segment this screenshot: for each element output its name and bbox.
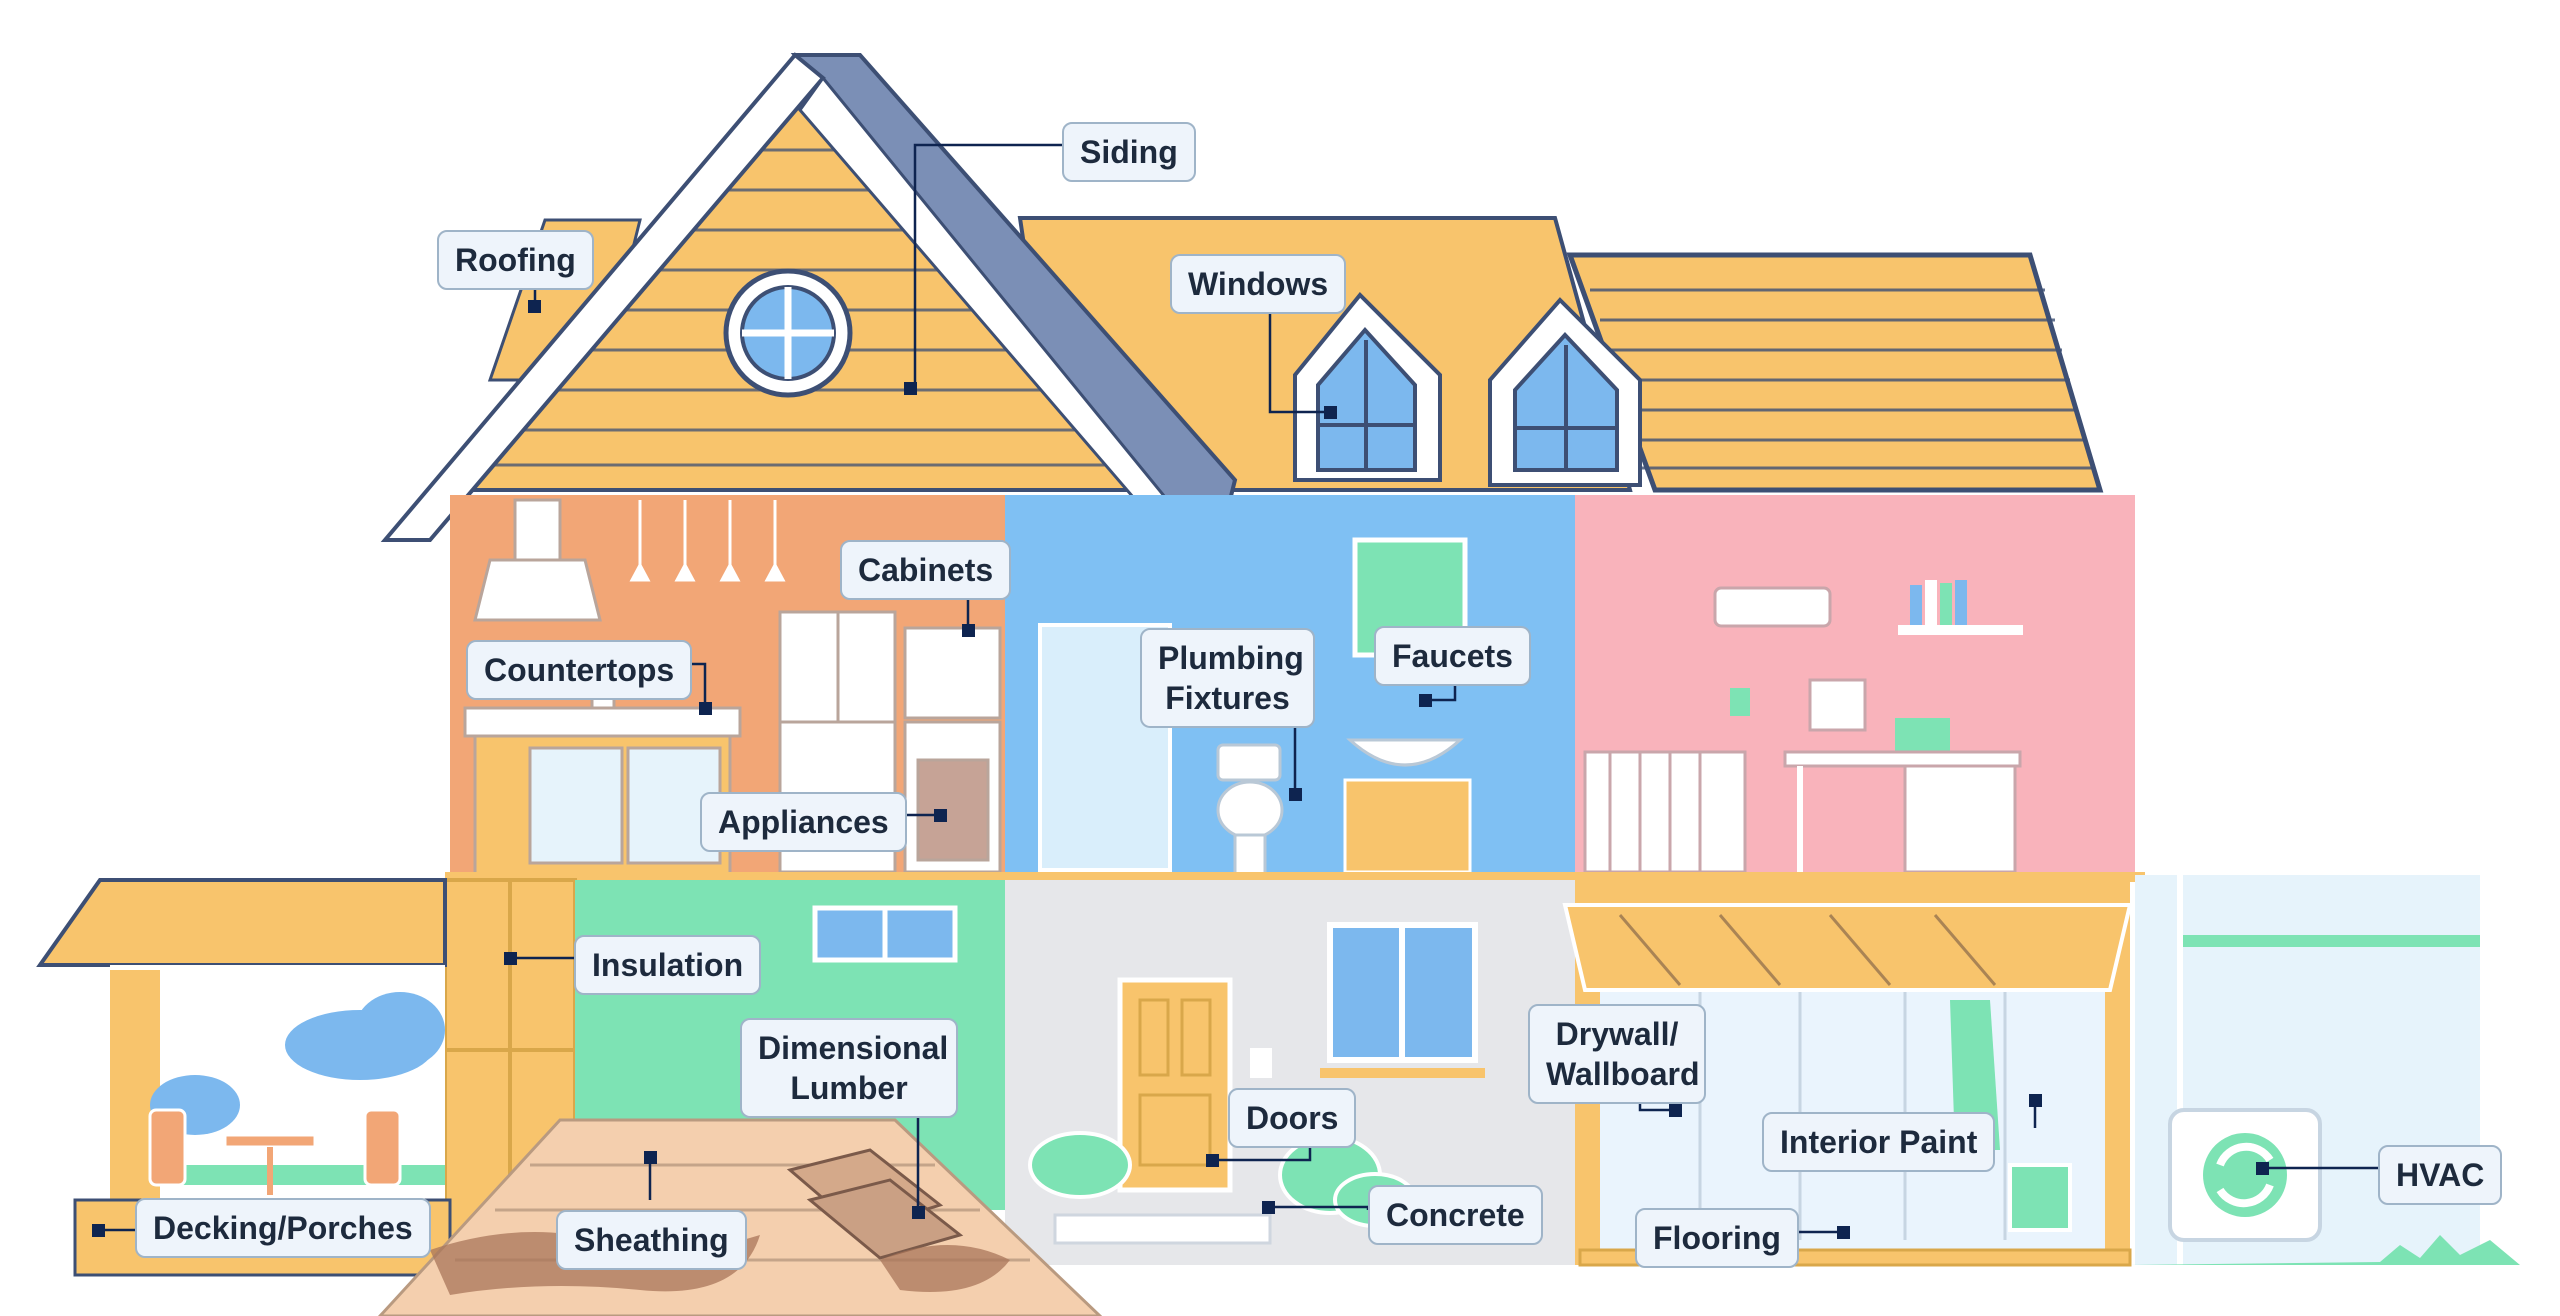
hvac-label: HVAC bbox=[2378, 1145, 2503, 1205]
books bbox=[1910, 580, 1967, 625]
decking-porches-label: Decking/Porches bbox=[135, 1198, 431, 1258]
interior-paint-label: Interior Paint bbox=[1762, 1112, 1996, 1172]
sink-vanity bbox=[1343, 738, 1472, 874]
kitchen-counter bbox=[463, 688, 742, 878]
concrete-label: Concrete bbox=[1368, 1185, 1543, 1245]
front-door bbox=[1117, 977, 1233, 1193]
hvac-unit bbox=[2168, 1108, 2322, 1242]
dormer-left bbox=[1293, 292, 1442, 482]
living-window bbox=[1320, 922, 1485, 1078]
porch-roof bbox=[36, 878, 447, 967]
roof-white-trim bbox=[380, 52, 826, 542]
doors-label: Doors bbox=[1228, 1088, 1357, 1148]
insulation-label: Insulation bbox=[574, 935, 762, 995]
cabinets-label: Cabinets bbox=[840, 540, 1012, 600]
plumbing-fixtures-label: Plumbing Fixtures bbox=[1140, 628, 1315, 728]
desk bbox=[1783, 678, 2022, 874]
paint-can bbox=[2008, 1163, 2072, 1232]
lumber-pile bbox=[786, 1148, 964, 1260]
countertops-label: Countertops bbox=[466, 640, 693, 700]
pendant-lights bbox=[629, 500, 786, 582]
siding-label: Siding bbox=[1062, 122, 1196, 182]
dimensional-lumber-label: Dimensional Lumber bbox=[740, 1018, 958, 1118]
range-hood bbox=[473, 498, 602, 622]
front-steps bbox=[1053, 1213, 1272, 1245]
round-window bbox=[723, 268, 853, 398]
faucets-label: Faucets bbox=[1374, 626, 1531, 686]
appliances-label: Appliances bbox=[700, 792, 907, 852]
kitchen-cabinet-tall bbox=[903, 626, 1002, 874]
drywall-wallboard-label: Drywall/ Wallboard bbox=[1528, 1004, 1706, 1104]
flooring-label: Flooring bbox=[1635, 1208, 1799, 1268]
ceiling-joists bbox=[1562, 903, 2133, 992]
sheathing-label: Sheathing bbox=[556, 1210, 747, 1270]
dormer-right bbox=[1488, 297, 1642, 487]
roofing-label: Roofing bbox=[437, 230, 594, 290]
windows-label: Windows bbox=[1170, 254, 1347, 314]
right-roof-shingles bbox=[1590, 288, 2094, 470]
radiator bbox=[1583, 750, 1747, 874]
porch-furniture bbox=[148, 1108, 402, 1195]
